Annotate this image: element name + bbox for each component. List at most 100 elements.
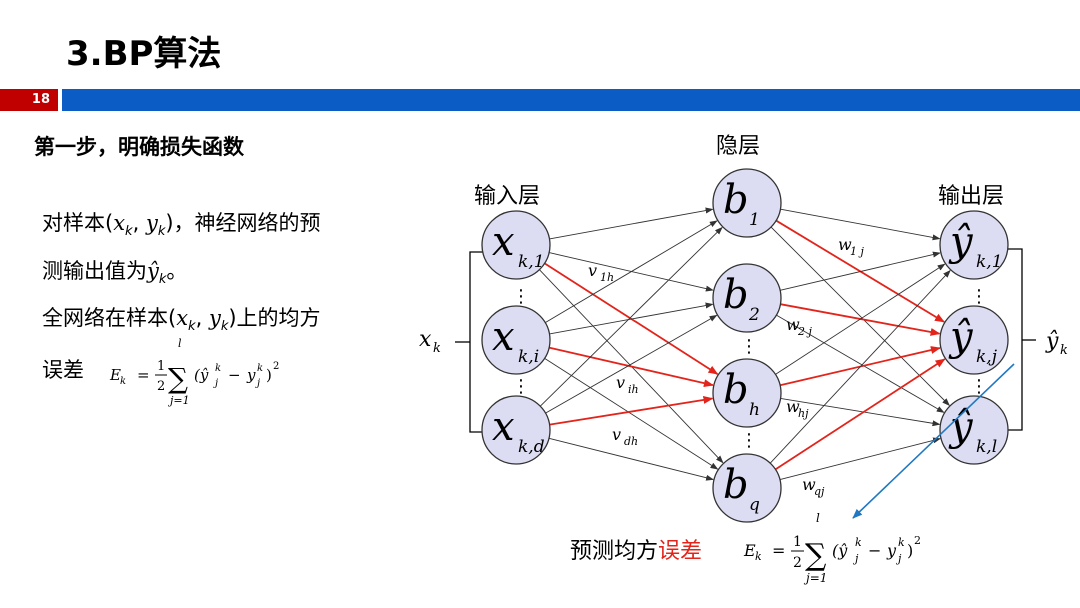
formula-sum-top: l	[178, 337, 182, 350]
formula-sum-bottom: j=1	[803, 571, 827, 585]
node-symbol: ŷ	[948, 314, 974, 360]
edge	[539, 226, 723, 407]
output-vector-label: ŷ	[1045, 329, 1059, 354]
formula-den: 2	[157, 379, 165, 394]
edge	[775, 263, 946, 375]
math-sub: k	[188, 319, 196, 335]
edge	[779, 437, 942, 481]
formula-sum-top: l	[816, 511, 820, 525]
input-weight-label: v	[588, 261, 597, 280]
output-vector-sub: k	[1060, 343, 1068, 358]
text-fragment: 测输出值为	[42, 259, 147, 283]
node-symbol: x	[492, 404, 515, 450]
input-weight-label-sub: dh	[624, 435, 638, 448]
node-symbol: b	[723, 367, 749, 413]
formula-power: 2	[273, 361, 279, 372]
output-weight-label-sub: qj	[814, 485, 825, 498]
node-symbol: ŷ	[948, 219, 974, 265]
output-weight-label-sub: hj	[798, 407, 809, 420]
math-var: y	[145, 211, 158, 235]
output-weight-label-sub: 2 j	[797, 325, 812, 338]
formula-y: y	[886, 541, 897, 560]
edge	[780, 251, 941, 291]
node-subscript: k,i	[518, 347, 539, 367]
output-weight-label: w	[802, 475, 816, 494]
node-subscript: k,1	[976, 252, 1003, 272]
loss-formula-left: E k = 1 2 l ∑ j=1 (ŷ k j − y k j ) 2	[109, 337, 279, 407]
output-weight-label: w	[838, 235, 852, 254]
connection-edges	[539, 207, 951, 481]
math-sub: k	[157, 224, 166, 240]
prediction-error-highlight: 误差	[658, 539, 702, 564]
prediction-error-label: 预测均方	[570, 539, 658, 564]
edge	[544, 357, 719, 470]
text-fragment: )上的均方	[228, 306, 321, 330]
highlighted-edge	[774, 358, 946, 471]
hidden-ellipsis: ⋮	[740, 430, 758, 451]
text-fragment: 全网络在样本(	[42, 306, 177, 330]
text-line-3: 全网络在样本(xk, yk)上的均方	[42, 303, 321, 342]
text-fragment: 。	[166, 259, 188, 283]
output-weight-label: w	[786, 315, 800, 334]
formula-num: 1	[157, 359, 165, 374]
text-fragment: 对样本(	[42, 211, 114, 235]
text-line-1: 对样本(xk, yk)，神经网络的预	[42, 208, 321, 247]
step-heading: 第一步，明确损失函数	[34, 135, 244, 159]
edge	[549, 302, 714, 335]
input-ellipsis: ⋮	[512, 376, 530, 397]
math-sub: k	[158, 272, 167, 288]
node-symbol: b	[723, 177, 749, 223]
math-sub: k	[220, 319, 229, 335]
highlighted-edge	[549, 396, 714, 426]
formula-lhs: E	[109, 366, 121, 384]
input-layer-label: 输入层	[474, 184, 540, 209]
formula-y: y	[246, 366, 256, 384]
formula-sum: ∑	[168, 362, 188, 395]
input-weight-label: v	[612, 425, 621, 444]
node-symbol: x	[492, 314, 515, 360]
node-subscript: 2	[748, 305, 760, 325]
edge	[545, 314, 718, 414]
formula-lhs: E	[743, 541, 756, 560]
math-var: x	[176, 306, 189, 330]
input-vector-sub: k	[433, 341, 441, 356]
output-weight-label-sub: 1 j	[850, 245, 864, 258]
node-subscript: k,d	[518, 437, 545, 457]
hidden-layer-label: 隐层	[716, 134, 760, 159]
formula-sup: k	[257, 363, 263, 374]
formula-sub: j	[255, 378, 260, 389]
output-ellipsis: ⋮	[970, 286, 988, 307]
edge	[776, 314, 945, 413]
math-var: ŷ	[147, 259, 159, 283]
node-symbol: b	[723, 272, 749, 318]
page-number: 18	[0, 89, 58, 111]
formula-sup: k	[215, 363, 221, 374]
node-subscript: k,1	[518, 252, 545, 272]
output-ellipsis: ⋮	[970, 376, 988, 397]
node-subscript: h	[749, 400, 760, 420]
node-symbol: x	[492, 219, 515, 265]
node-subscript: k,l	[976, 437, 997, 457]
output-weight-label: w	[786, 397, 800, 416]
error-pointer-arrow	[852, 363, 1015, 519]
input-weight-label-sub: 1h	[600, 271, 614, 284]
formula-sub: j	[213, 378, 218, 389]
output-layer-label: 输出层	[938, 184, 1004, 209]
formula-close: )	[907, 541, 913, 560]
node-symbol: ŷ	[948, 404, 974, 450]
edge	[549, 207, 714, 240]
formula-close: )	[266, 366, 272, 384]
node-symbol: b	[723, 462, 749, 508]
edge	[780, 208, 941, 241]
